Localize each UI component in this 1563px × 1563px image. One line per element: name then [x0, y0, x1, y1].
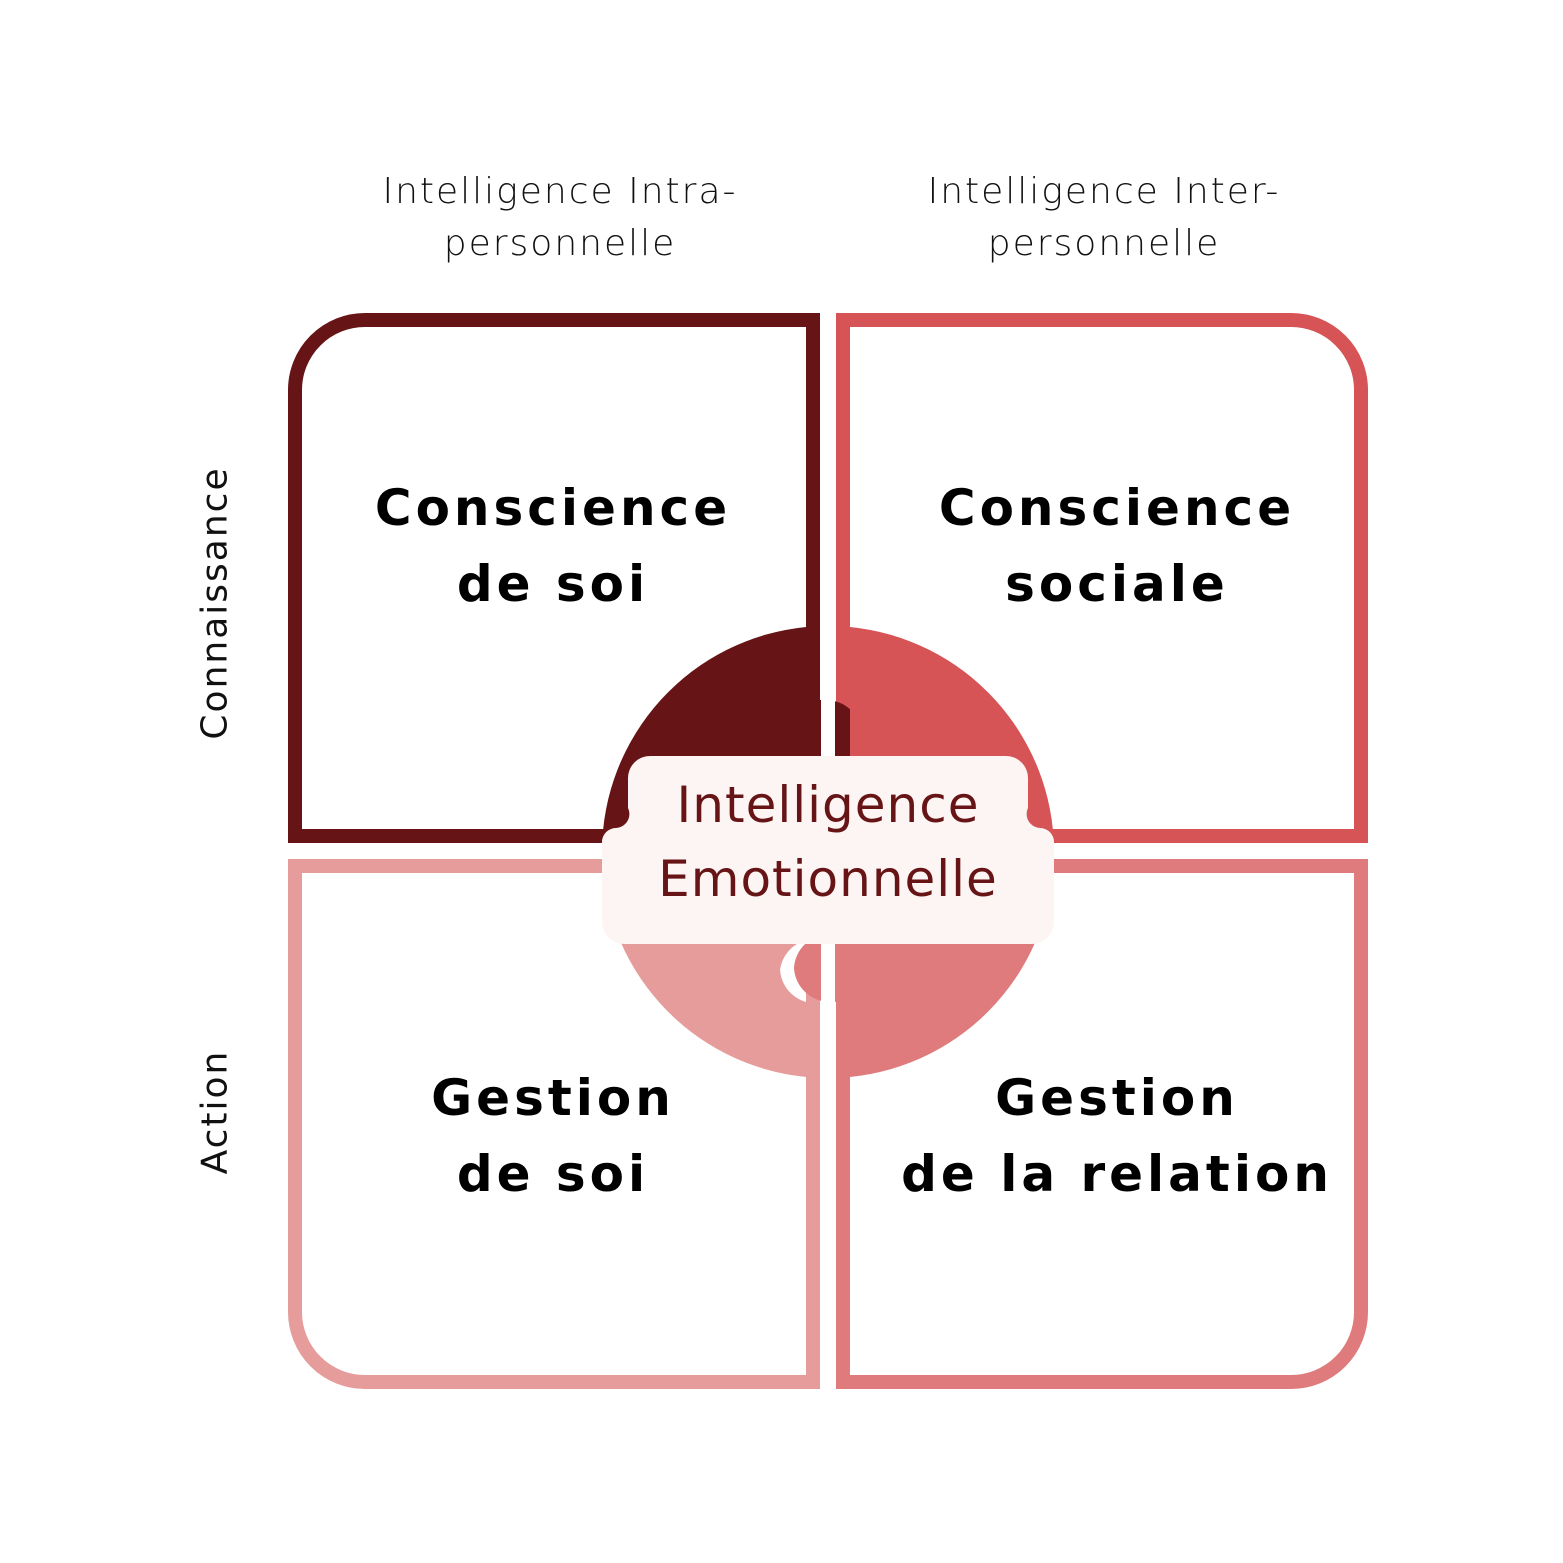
quadrant-title-self-management-line1: Gestion [431, 1069, 675, 1127]
center-title: Intelligence Emotionnelle [602, 768, 1054, 916]
quadrant-frame-social-awareness [836, 313, 1368, 843]
quadrant-title-relationship-management-line2: de la relation [901, 1145, 1333, 1203]
center-title-line1: Intelligence [676, 776, 980, 834]
column-header-intrapersonal: Intelligence Intra- personnelle [300, 166, 820, 270]
quadrant-title-self-awareness-line1: Conscience [374, 479, 732, 537]
column-header-interpersonal: Intelligence Inter- personnelle [844, 166, 1364, 270]
row-label-action: Action [194, 1049, 236, 1175]
quadrant-title-self-awareness-line2: de soi [456, 555, 650, 613]
row-label-knowledge: Connaissance [194, 466, 236, 740]
quadrant-title-social-awareness-line1: Conscience [938, 479, 1296, 537]
quadrant-title-self-management: Gestion de soi [293, 1060, 813, 1212]
quadrant-frame-relationship-management [836, 859, 1368, 1389]
column-header-intrapersonal-line1: Intelligence Intra- [382, 171, 738, 212]
quadrant-title-social-awareness: Conscience sociale [857, 470, 1377, 622]
quadrant-title-self-management-line2: de soi [456, 1145, 650, 1203]
quadrant-title-self-awareness: Conscience de soi [293, 470, 813, 622]
quadrant-frame-self-management [288, 859, 820, 1389]
column-header-interpersonal-line2: personnelle [987, 223, 1221, 264]
center-label-box [602, 756, 1054, 944]
center-title-line2: Emotionnelle [658, 850, 998, 908]
quadrant-title-relationship-management-line1: Gestion [995, 1069, 1239, 1127]
column-header-intrapersonal-line2: personnelle [443, 223, 677, 264]
quadrant-title-social-awareness-line2: sociale [1005, 555, 1229, 613]
column-header-interpersonal-line1: Intelligence Inter- [927, 171, 1281, 212]
quadrant-title-relationship-management: Gestion de la relation [857, 1060, 1377, 1212]
quadrant-frame-self-awareness [288, 313, 820, 843]
